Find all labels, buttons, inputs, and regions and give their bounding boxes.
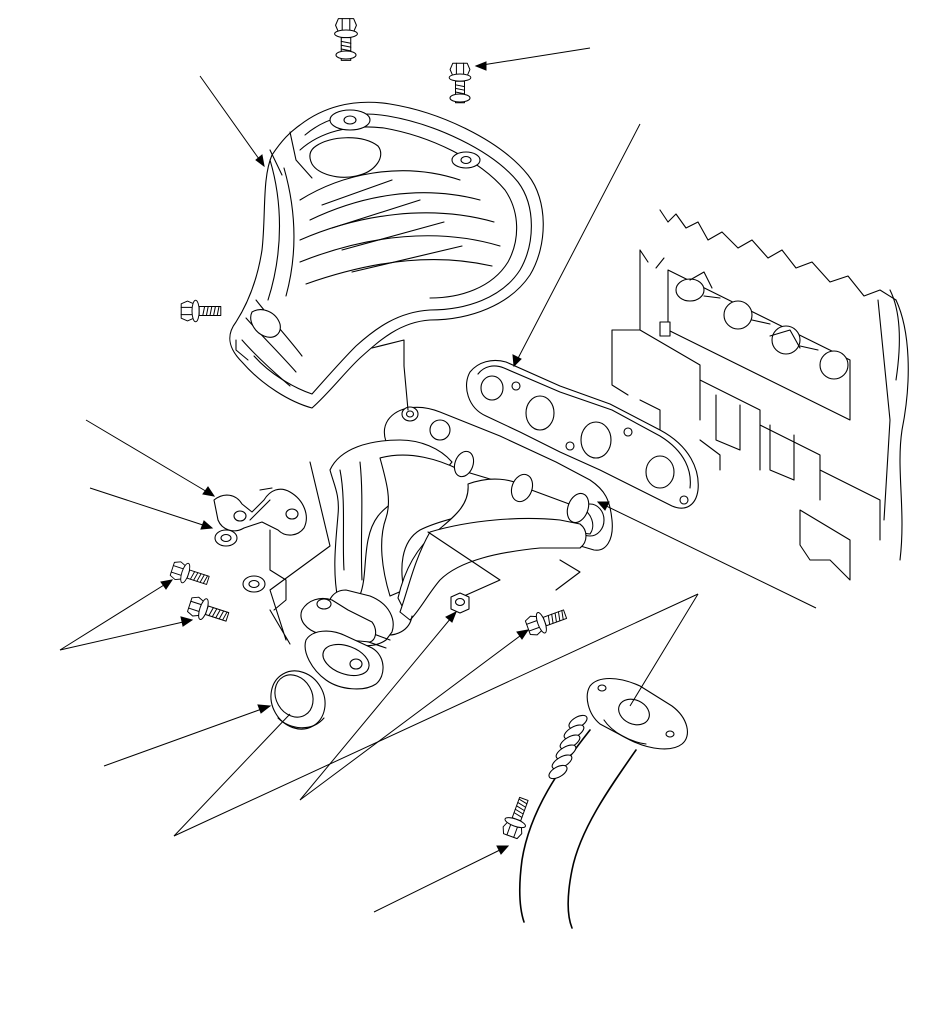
bracket-spacer (242, 575, 266, 593)
shield-bolt-top-left (334, 18, 358, 61)
bracket-bolt-lower (185, 593, 232, 628)
manifold-flange-bolt (523, 603, 570, 639)
manifold-bracket (213, 487, 307, 536)
shield-bolt-side (180, 299, 222, 323)
bracket-bolt-upper (168, 558, 212, 591)
front-exhaust-pipe (519, 677, 688, 929)
exhaust-pipe-gasket (270, 670, 326, 730)
guide-lines (269, 339, 581, 645)
flange-nut (450, 592, 470, 614)
manifold-gasket (466, 359, 699, 509)
spring (548, 714, 588, 780)
cylinder-head (611, 209, 909, 581)
leader-lines (59, 47, 817, 913)
upper-heat-shield (229, 101, 544, 409)
shield-bolt-top-right (448, 62, 472, 104)
bracket-washer (214, 529, 238, 547)
